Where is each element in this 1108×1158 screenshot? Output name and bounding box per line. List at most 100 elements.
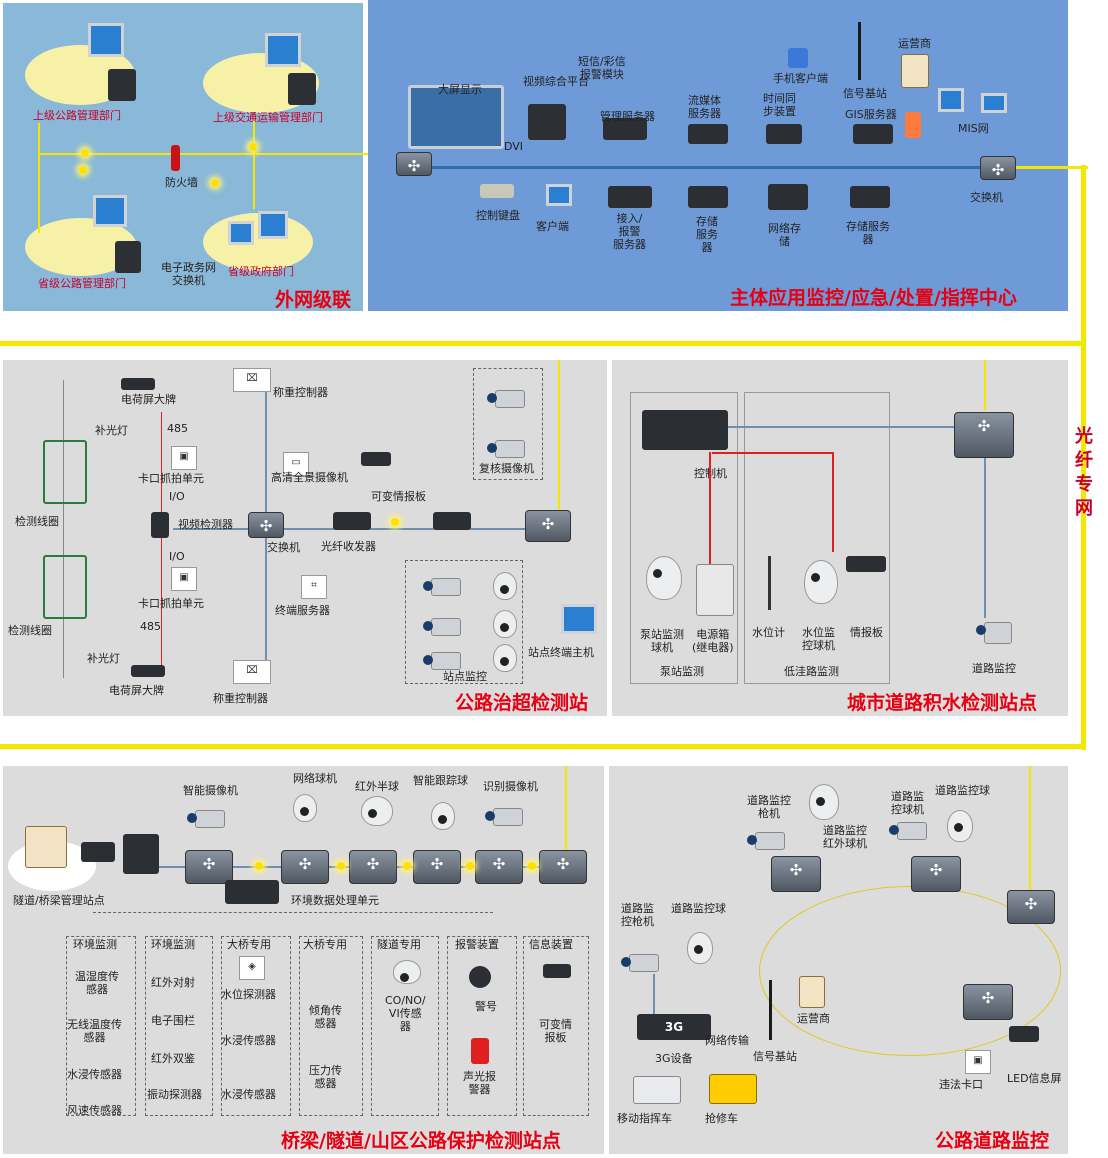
- camera-icon: [487, 390, 525, 408]
- water-station-panel: 控制机 泵站监测 球机 电源箱 (继电器) 泵站监测 水位计 水位监 控球机 情…: [612, 360, 1068, 716]
- camera-icon: [423, 578, 461, 596]
- node-label: 485: [140, 620, 161, 633]
- node-label: 水浸传感器: [67, 1068, 122, 1081]
- processing-unit-icon: [225, 880, 279, 904]
- node-label: 智能跟踪球: [413, 774, 468, 787]
- firewall-icon: [171, 145, 180, 171]
- node-label: 上级交通运输管理部门: [213, 111, 323, 124]
- overload-station-panel: 电荷屏大牌 补光灯 485 ▣ 卡口抓拍单元 I/O 检测线圈 视频检测器 I/…: [3, 360, 607, 716]
- command-center-panel: 大屏显示 视频综合平台 DVI 短信/彩信 报警模块 管理服务器 流媒体 服务器…: [368, 0, 1088, 311]
- repair-vehicle-icon: [709, 1074, 757, 1104]
- dome-camera-icon: [947, 810, 973, 842]
- panel-title: 外网级联: [275, 289, 352, 311]
- node-label: 隧道专用: [377, 938, 421, 951]
- camera-icon: [747, 832, 785, 850]
- node-label: 站点监控: [443, 670, 487, 683]
- dome-camera-icon: [804, 560, 838, 604]
- camera-icon: [621, 954, 659, 972]
- node-label: 补光灯: [95, 424, 128, 437]
- switch-icon: [771, 856, 821, 892]
- node-label: I/O: [169, 490, 185, 503]
- node-label: GIS服务器: [845, 108, 897, 121]
- fiber-transceiver-icon: [433, 512, 471, 530]
- node-label: 电子政务网 交换机: [161, 261, 216, 287]
- node-label: 短信/彩信 报警模块: [578, 55, 626, 81]
- node-label: 网络传输: [705, 1034, 749, 1047]
- node-label: 称重控制器: [273, 386, 328, 399]
- node-label: 可变情报板: [371, 490, 426, 503]
- monitor-icon: [938, 88, 964, 112]
- node-label: 电子围栏: [151, 1014, 195, 1027]
- fiber-label: 光 纤 专 网: [1075, 426, 1093, 519]
- switch-icon: [963, 984, 1013, 1020]
- controller-icon: [642, 410, 728, 450]
- 3g-device-icon: 3G: [637, 1014, 711, 1040]
- node-label: 上级公路管理部门: [33, 109, 121, 122]
- dome-camera-icon: [687, 932, 713, 964]
- node-label: 电荷屏大牌: [121, 393, 176, 406]
- node-label: 泵站监测: [660, 665, 704, 678]
- switch-icon: [349, 850, 397, 884]
- server-icon: [766, 124, 802, 144]
- monitor-icon: [228, 221, 254, 245]
- switch-icon: [980, 156, 1016, 180]
- storage-icon: [768, 184, 808, 210]
- switch-icon: [475, 850, 523, 884]
- camera-icon: ▣: [171, 567, 197, 591]
- node-label: 环境监测: [73, 938, 117, 951]
- dome-camera-icon: [493, 644, 517, 672]
- node-label: 大桥专用: [303, 938, 347, 951]
- node-label: 水位探测器: [221, 988, 276, 1001]
- link-node: [466, 862, 474, 870]
- node-label: 水位计: [752, 626, 785, 639]
- link-node: [403, 862, 411, 870]
- node-label: 道路监 控枪机: [621, 902, 654, 928]
- monitor-icon: [546, 184, 572, 206]
- server-icon: [688, 186, 728, 208]
- monitor-icon: [265, 33, 301, 67]
- dome-camera-icon: [646, 556, 682, 600]
- switch-icon: [911, 856, 961, 892]
- link-node: [249, 143, 257, 151]
- weigh-controller-icon: ⌧: [233, 368, 271, 392]
- review-camera-group: [473, 368, 543, 480]
- node-label: 运营商: [797, 1012, 830, 1025]
- node-label: 违法卡口: [939, 1078, 983, 1091]
- switch-icon: [1007, 890, 1055, 924]
- node-label: 控制键盘: [476, 209, 520, 222]
- camera-icon: [487, 440, 525, 458]
- fiber-trunk: [1081, 165, 1086, 750]
- tower-icon: [769, 980, 772, 1040]
- server-icon: [288, 73, 316, 105]
- panel-title: 桥梁/隧道/山区公路保护检测站点: [281, 1130, 561, 1152]
- node-label: 声光报 警器: [463, 1070, 496, 1096]
- node-label: 管理服务器: [600, 110, 655, 123]
- camera-icon: [187, 810, 225, 828]
- node-label: LED信息屏: [1007, 1072, 1062, 1085]
- detector-icon: [43, 440, 87, 504]
- group-environment: [145, 936, 213, 1116]
- node-label: 压力传 感器: [309, 1064, 342, 1090]
- switch-icon: [281, 850, 329, 884]
- led-board-icon: [1009, 1026, 1039, 1042]
- switch-icon: [954, 412, 1014, 458]
- node-label: 运营商: [898, 37, 931, 50]
- switch-icon: [539, 850, 587, 884]
- node-label: 红外半球: [355, 780, 399, 793]
- node-label: 警号: [475, 1000, 497, 1013]
- node-label: 低洼路监测: [784, 665, 839, 678]
- server-icon: [115, 241, 141, 273]
- group-info: [523, 936, 589, 1116]
- camera-icon: ▭: [283, 452, 309, 476]
- node-label: 接入/ 报警 服务器: [613, 212, 646, 251]
- node-label: I/O: [169, 550, 185, 563]
- node-label: 报警装置: [455, 938, 499, 951]
- group-bridge: [299, 936, 363, 1116]
- camera-icon: ▣: [171, 446, 197, 470]
- server-icon: [688, 124, 728, 144]
- video-wall-icon: [408, 85, 504, 149]
- fiber-line: [0, 341, 1086, 346]
- node-label: 视频综合平台: [523, 75, 589, 88]
- bridge-tunnel-panel: 隧道/桥梁管理站点 智能摄像机 网络球机 红外半球 智能跟踪球 识别摄像机 环境…: [3, 766, 604, 1154]
- server-icon: [850, 186, 890, 208]
